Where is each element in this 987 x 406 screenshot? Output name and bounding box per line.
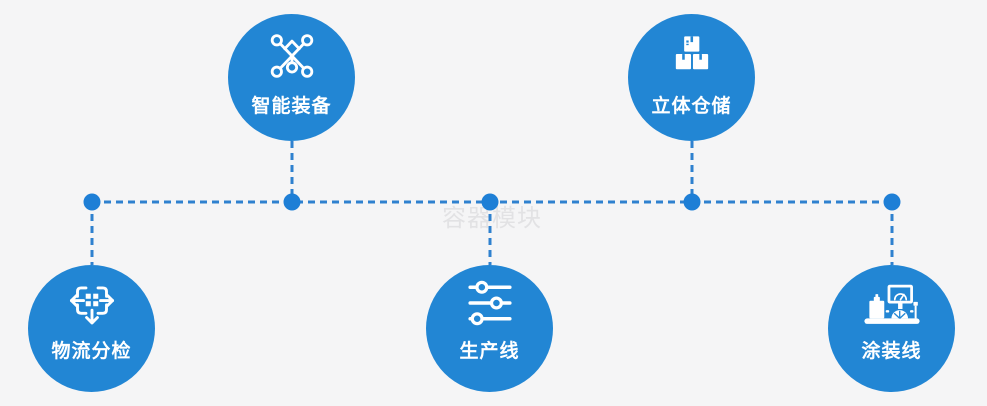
junction-dot	[481, 193, 499, 211]
node-label: 立体仓储	[651, 96, 732, 117]
sorting-arrows-icon	[63, 274, 121, 332]
junction-dot	[683, 193, 701, 211]
stacked-boxes-icon	[668, 31, 715, 81]
node-label: 生产线	[459, 341, 520, 362]
network-nodes-icon	[266, 31, 318, 81]
node-painting: 涂装线	[828, 265, 955, 392]
junction-dot	[83, 193, 101, 211]
junction-dot	[283, 193, 301, 211]
node-label: 智能装备	[251, 96, 332, 117]
machine-console-icon	[861, 274, 923, 332]
node-production: 生产线	[426, 265, 553, 392]
node-logistics: 物流分检	[28, 265, 155, 392]
sliders-icon	[462, 274, 518, 332]
node-label: 物流分检	[51, 341, 132, 362]
node-warehouse: 立体仓储	[628, 14, 755, 141]
node-smart-equipment: 智能装备	[228, 14, 355, 141]
node-label: 涂装线	[861, 341, 922, 362]
junction-dot	[883, 193, 901, 211]
